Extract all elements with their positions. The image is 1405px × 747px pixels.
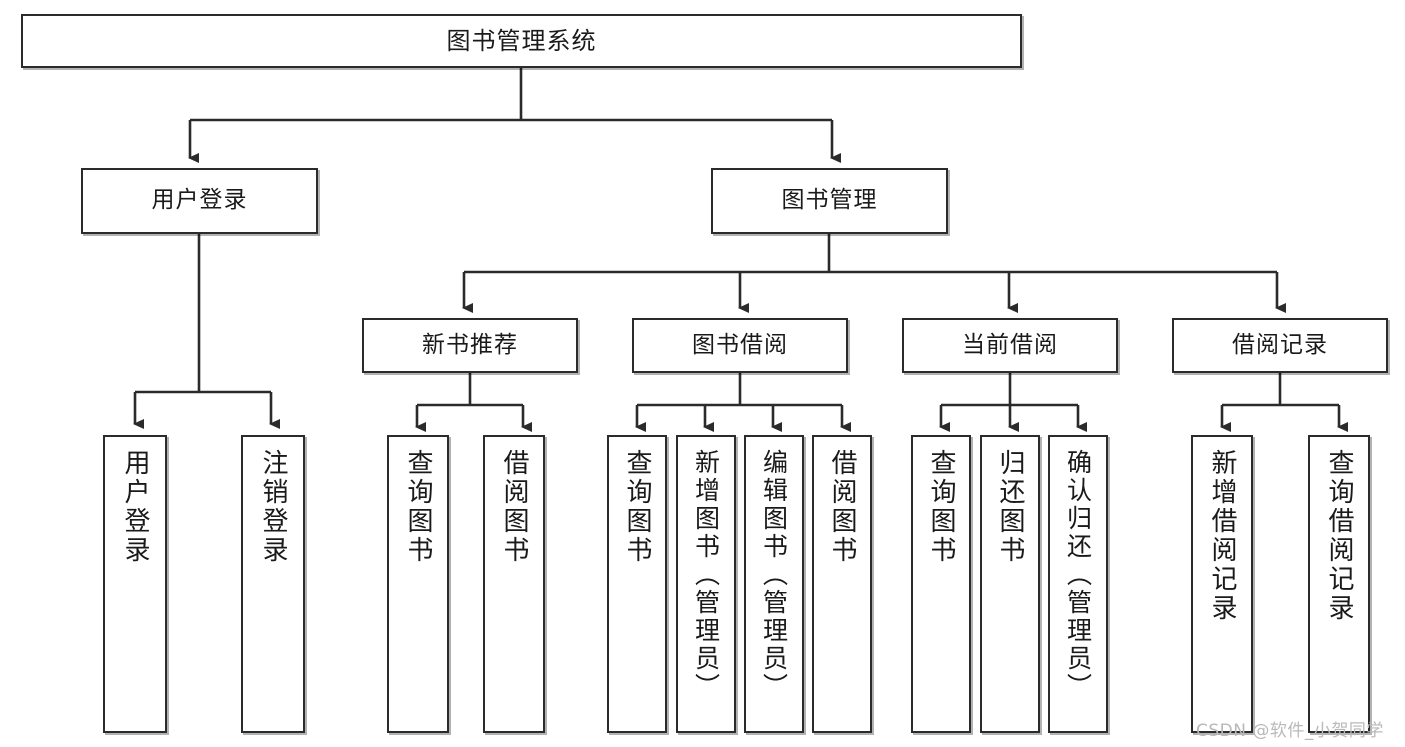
node-label: 新增借阅记录 <box>1207 449 1237 623</box>
leaf-confirm-return-admin[interactable]: 确认归还（管理员） <box>1048 435 1108 733</box>
node-user-login[interactable]: 用户登录 <box>81 168 318 234</box>
node-current-borrow[interactable]: 当前借阅 <box>902 318 1118 373</box>
node-label: 新书推荐 <box>422 331 518 358</box>
node-label: 确认归还（管理员） <box>1063 449 1093 701</box>
node-label: 图书管理系统 <box>446 26 597 55</box>
leaf-query-borrow-record[interactable]: 查询借阅记录 <box>1308 435 1370 733</box>
node-label: 用户登录 <box>120 449 150 565</box>
leaf-user-login[interactable]: 用户登录 <box>103 435 167 733</box>
leaf-borrow-book-new[interactable]: 借阅图书 <box>483 435 545 733</box>
leaf-user-logout[interactable]: 注销登录 <box>241 435 305 733</box>
node-book-borrow[interactable]: 图书借阅 <box>632 318 848 373</box>
leaf-borrow-book[interactable]: 借阅图书 <box>812 435 872 733</box>
node-label: 注销登录 <box>258 449 288 565</box>
leaf-return-book[interactable]: 归还图书 <box>980 435 1040 733</box>
node-label: 图书管理 <box>781 187 878 214</box>
node-label: 借阅图书 <box>827 449 857 565</box>
node-label: 借阅记录 <box>1232 331 1328 358</box>
leaf-add-borrow-record[interactable]: 新增借阅记录 <box>1191 435 1253 733</box>
leaf-add-book-admin[interactable]: 新增图书（管理员） <box>676 435 736 733</box>
node-label: 查询图书 <box>926 449 956 565</box>
watermark: CSDN @软件_小贺同学 <box>1196 721 1384 741</box>
node-label: 查询图书 <box>403 449 433 565</box>
node-label: 查询借阅记录 <box>1324 449 1354 623</box>
node-label: 编辑图书（管理员） <box>759 449 789 701</box>
leaf-query-book-new[interactable]: 查询图书 <box>387 435 449 733</box>
node-label: 当前借阅 <box>962 331 1058 358</box>
leaf-edit-book-admin[interactable]: 编辑图书（管理员） <box>744 435 804 733</box>
node-label: 借阅图书 <box>499 449 529 565</box>
node-book-management[interactable]: 图书管理 <box>711 168 948 234</box>
leaf-query-book-current[interactable]: 查询图书 <box>911 435 971 733</box>
leaf-query-book-borrow[interactable]: 查询图书 <box>607 435 667 733</box>
node-root[interactable]: 图书管理系统 <box>21 14 1022 68</box>
node-new-book-recommend[interactable]: 新书推荐 <box>362 318 578 373</box>
node-label: 归还图书 <box>995 449 1025 565</box>
node-label: 新增图书（管理员） <box>691 449 721 701</box>
node-label: 图书借阅 <box>692 331 788 358</box>
node-label: 查询图书 <box>622 449 652 565</box>
node-label: 用户登录 <box>151 187 248 214</box>
node-borrow-record[interactable]: 借阅记录 <box>1172 318 1388 373</box>
